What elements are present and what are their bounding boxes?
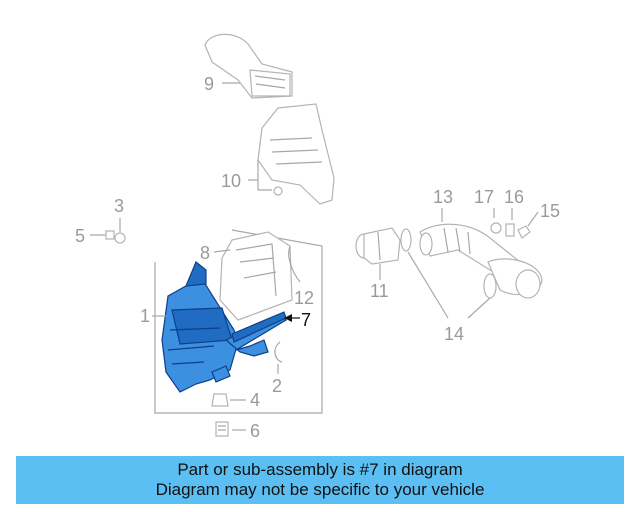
callout-2[interactable]: 2 [272,376,282,396]
callout-6[interactable]: 6 [250,421,260,441]
callout-7[interactable]: 7 [301,310,311,330]
callout-13[interactable]: 13 [433,187,453,207]
insulator-part-6 [215,421,229,437]
bolt-part-5 [105,230,115,240]
intake-duct-part-9 [204,33,293,99]
callout-15[interactable]: 15 [540,201,560,221]
clip-part-3 [114,232,126,244]
resonator-part-10 [257,103,335,205]
clamp-part-14a [400,228,412,252]
callout-8[interactable]: 8 [200,243,210,263]
lower-housing-part-1 [161,261,239,393]
intake-hose-part-13 [419,223,543,299]
info-banner: Part or sub-assembly is #7 in diagram Di… [16,456,624,504]
clamp-part-14b [483,273,497,299]
callout-5[interactable]: 5 [75,226,85,246]
callout-3[interactable]: 3 [114,196,124,216]
callout-16[interactable]: 16 [504,187,524,207]
banner-line-1: Part or sub-assembly is #7 in diagram [177,460,463,479]
filter-element-part-8 [219,231,293,321]
bolt-part-16 [505,223,515,237]
parts-diagram: 9 10 3 5 8 12 1 7 2 4 [75,33,560,441]
callout-14[interactable]: 14 [444,324,464,344]
assembly-frame [154,229,323,414]
grommet-part-4 [211,393,229,407]
callout-1[interactable]: 1 [140,306,150,326]
callout-17[interactable]: 17 [474,187,494,207]
callout-9[interactable]: 9 [204,74,214,94]
banner-line-2: Diagram may not be specific to your vehi… [155,480,485,499]
nut-part-17 [490,222,502,234]
maf-sensor-part-11 [355,227,401,265]
screw-part-15 [517,225,531,239]
callout-11[interactable]: 11 [370,281,389,301]
callout-10[interactable]: 10 [221,171,241,191]
seal-part-12 [288,245,301,283]
clip-part-2 [274,341,283,363]
callout-4[interactable]: 4 [250,390,260,410]
callout-12[interactable]: 12 [294,288,314,308]
